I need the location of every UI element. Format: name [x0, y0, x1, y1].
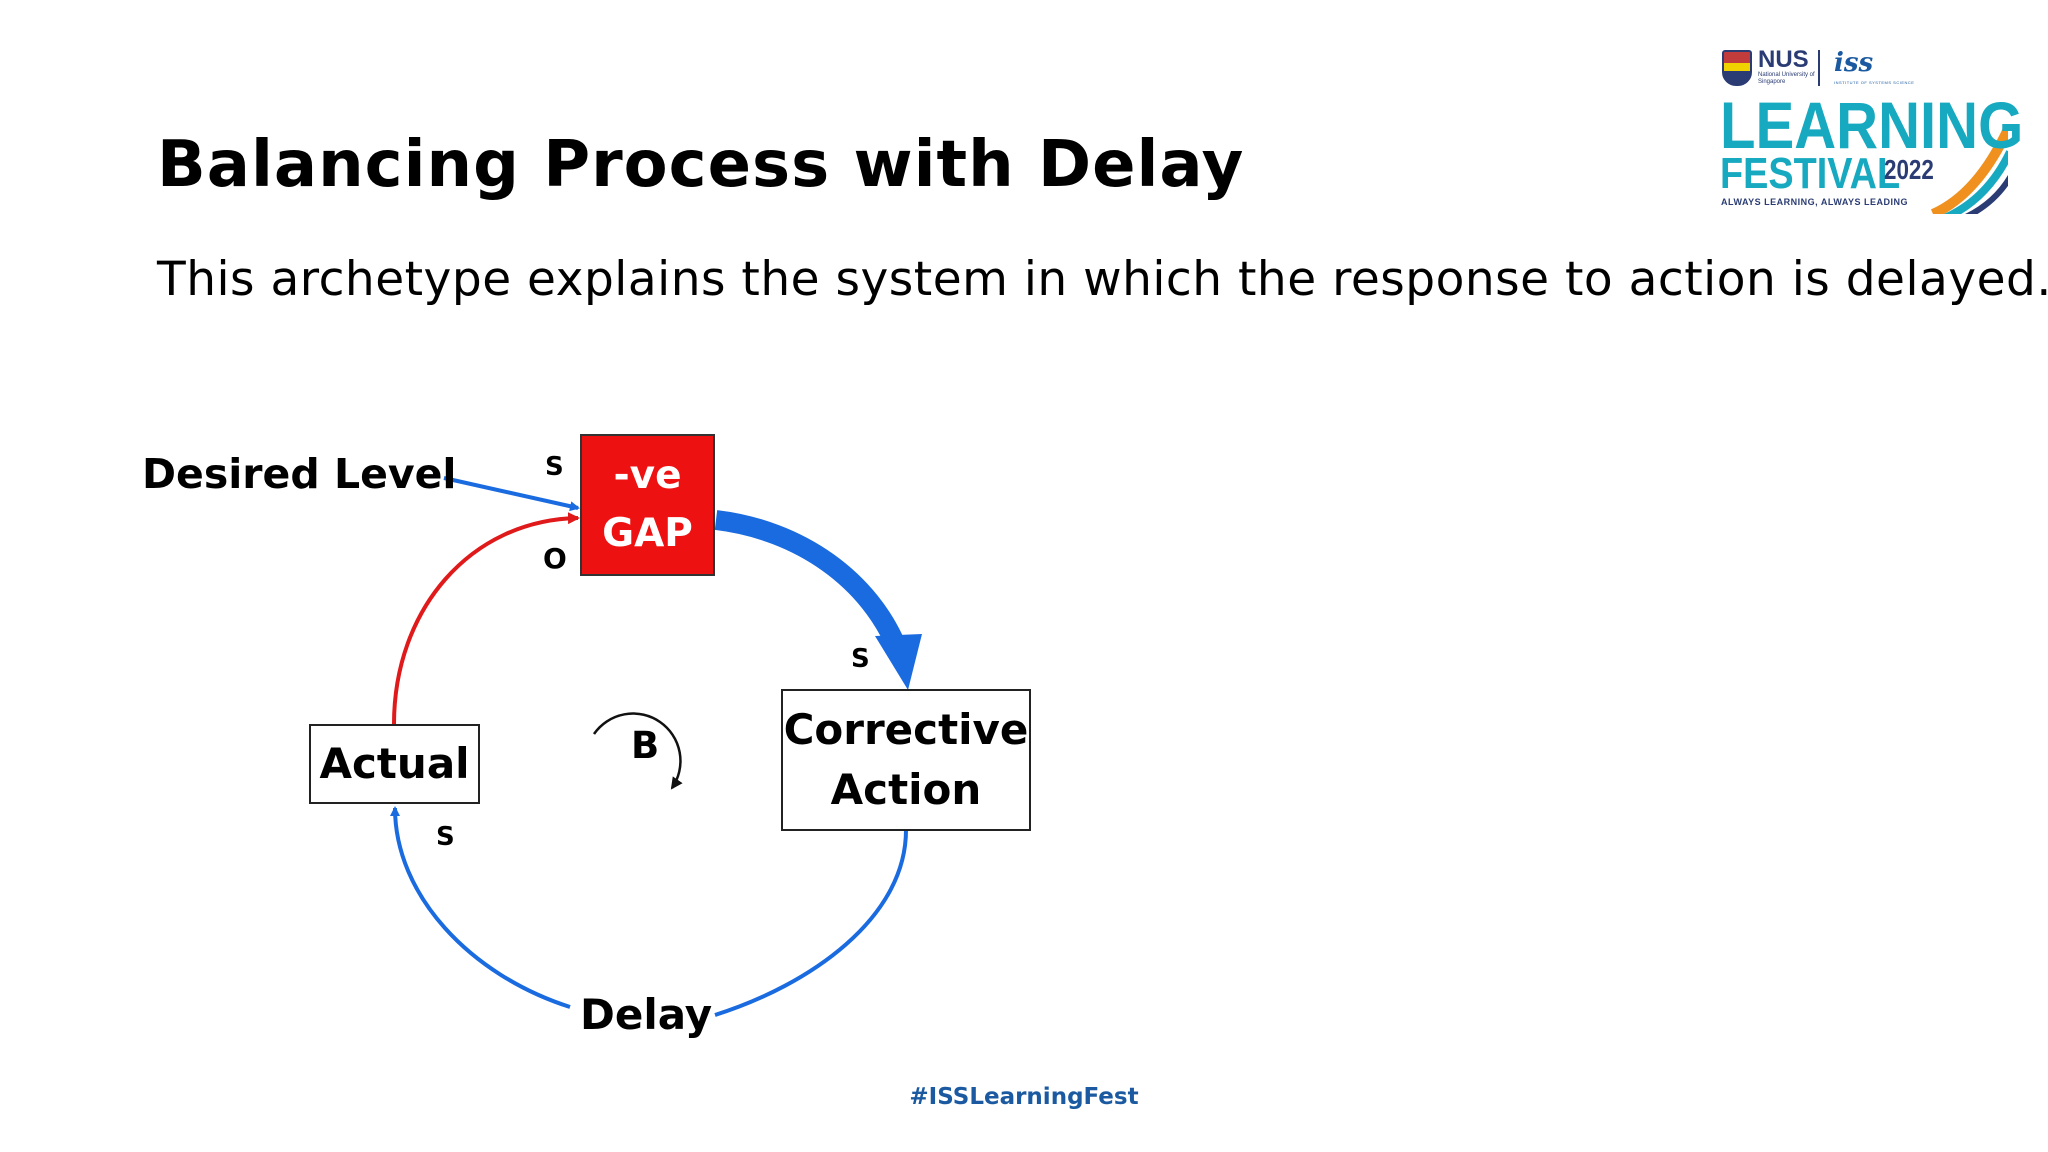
nus-wordmark: NUS: [1758, 46, 1809, 73]
logo-learning: LEARNING: [1720, 88, 2024, 162]
link-gap-to-action: [714, 510, 908, 654]
event-hashtag: #ISSLearningFest: [909, 1084, 1139, 1110]
polarity-delay-to-actual: S: [436, 822, 455, 852]
loop-direction-icon: [592, 712, 683, 790]
learning-festival-logo: NUS National University of Singapore iss…: [1718, 44, 2023, 214]
link-gap-to-action-arrowhead: [875, 634, 922, 690]
node-actual: Actual: [309, 724, 480, 804]
link-action-to-delay: [714, 829, 908, 1017]
link-delay-to-actual: [390, 806, 571, 1009]
node-corrective-line2: Action: [830, 765, 982, 814]
loop-label-balancing: B: [631, 724, 660, 767]
node-delay: Delay: [580, 990, 713, 1039]
polarity-desired-to-gap: S: [545, 452, 564, 482]
logo-festival: FESTIVAL: [1720, 149, 1901, 198]
nus-crest-icon: [1722, 50, 1752, 86]
slide-subtitle: This archetype explains the system in wh…: [157, 252, 2048, 307]
node-desired-level: Desired Level: [142, 450, 457, 498]
node-actual-label: Actual: [319, 739, 470, 788]
iss-wordmark: iss: [1834, 48, 1874, 78]
logo-tagline: ALWAYS LEARNING, ALWAYS LEADING: [1721, 197, 1909, 207]
iss-subtext: INSTITUTE OF SYSTEMS SCIENCE: [1834, 80, 1915, 85]
node-corrective-line1: Corrective: [783, 705, 1029, 754]
link-actual-to-gap: [392, 512, 580, 725]
node-gap-line2: GAP: [602, 511, 693, 556]
polarity-gap-to-action: S: [851, 644, 870, 674]
nus-subtext: National University of Singapore: [1758, 72, 1815, 85]
link-desired-to-gap: [443, 476, 580, 512]
node-gap-line1: -ve: [613, 453, 682, 498]
polarity-actual-to-gap: O: [543, 542, 567, 575]
node-gap: -ve GAP: [580, 434, 715, 576]
logo-swoosh-icon: [1930, 126, 2008, 214]
slide-title: Balancing Process with Delay: [157, 128, 1245, 202]
logo-year: 2022: [1884, 154, 1934, 185]
logo-divider: [1818, 50, 1820, 86]
node-corrective-action: Corrective Action: [781, 689, 1031, 831]
